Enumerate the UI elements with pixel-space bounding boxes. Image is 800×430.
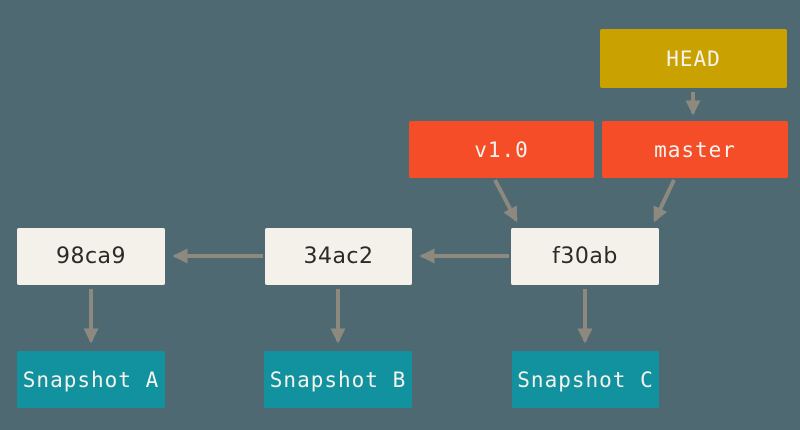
tag-v1-node: v1.0 <box>409 121 594 178</box>
branch-master-label: master <box>654 137 736 162</box>
commit-98ca9-node: 98ca9 <box>17 228 165 285</box>
commit-f30ab-node: f30ab <box>511 228 659 285</box>
snapshot-b-label: Snapshot B <box>269 367 407 392</box>
commit-98ca9-label: 98ca9 <box>55 244 127 269</box>
snapshot-a-label: Snapshot A <box>22 367 160 392</box>
snapshot-a-node: Snapshot A <box>17 351 165 408</box>
commit-f30ab-label: f30ab <box>552 244 618 269</box>
arrow-v1-to-f30ab <box>493 179 518 223</box>
branch-master-node: master <box>602 121 788 178</box>
commit-34ac2-node: 34ac2 <box>265 228 412 285</box>
snapshot-c-label: Snapshot C <box>517 367 654 392</box>
tag-v1-label: v1.0 <box>474 137 529 162</box>
arrow-master-to-f30ab <box>653 179 676 223</box>
head-pointer-node: HEAD <box>600 29 787 88</box>
head-label: HEAD <box>666 46 721 71</box>
snapshot-b-node: Snapshot B <box>264 351 412 408</box>
commit-34ac2-label: 34ac2 <box>303 244 374 269</box>
snapshot-c-node: Snapshot C <box>512 351 659 408</box>
